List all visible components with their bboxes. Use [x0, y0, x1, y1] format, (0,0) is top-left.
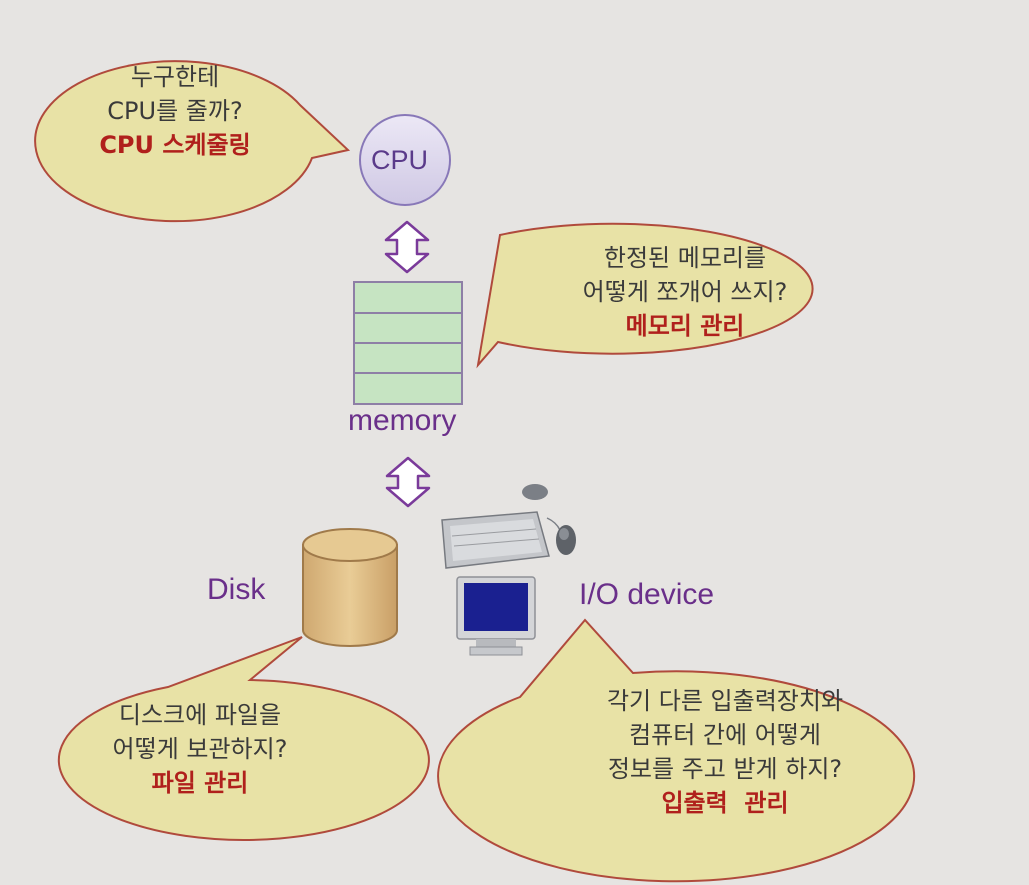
- io-bubble-line-2: 컴퓨터 간에 어떻게: [629, 721, 821, 749]
- memory-stack: [353, 281, 463, 405]
- cpu-bubble-line-1: 누구한테: [130, 63, 220, 91]
- cpu-bubble-line-2: CPU를 줄까?: [107, 97, 243, 125]
- disk-bubble-text: 디스크에 파일을 어떻게 보관하지? 파일 관리: [40, 698, 360, 800]
- memory-label: memory: [348, 404, 457, 437]
- memory-management-heading: 메모리 관리: [625, 312, 745, 340]
- cpu-speech-bubble: [34, 60, 351, 223]
- disk-label: Disk: [207, 573, 266, 606]
- disk-bubble-line-1: 디스크에 파일을: [118, 701, 282, 729]
- cpu-memory-arrow: [384, 220, 430, 274]
- file-management-heading: 파일 관리: [151, 769, 249, 797]
- keyboard-mouse-icon: [441, 484, 576, 569]
- memory-speech-bubble: [476, 222, 814, 369]
- memory-devices-arrow: [385, 456, 431, 508]
- memory-bubble-line-1: 한정된 메모리를: [603, 244, 767, 272]
- io-bubble-text: 각기 다른 입출력장치와 컴퓨터 간에 어떻게 정보를 주고 받게 하지? 입출…: [515, 684, 935, 820]
- io-bubble-line-3: 정보를 주고 받게 하지?: [607, 755, 843, 783]
- cpu-bubble-text: 누구한테 CPU를 줄까? CPU 스케줄링: [40, 60, 310, 162]
- cpu-scheduling-heading: CPU 스케줄링: [99, 131, 251, 159]
- memory-bubble-text: 한정된 메모리를 어떻게 쪼개어 쓰지? 메모리 관리: [500, 241, 870, 343]
- cpu-label: CPU: [371, 145, 429, 175]
- io-device-label: I/O device: [579, 578, 715, 611]
- disk-cylinder: [302, 528, 398, 647]
- disk-bubble-line-2: 어떻게 보관하지?: [112, 735, 288, 763]
- io-management-heading: 입출력 관리: [661, 789, 789, 817]
- memory-bubble-line-2: 어떻게 쪼개어 쓰지?: [582, 278, 788, 306]
- monitor-icon: [456, 576, 536, 656]
- cpu-circle: [359, 114, 451, 206]
- io-bubble-line-1: 각기 다른 입출력장치와: [606, 687, 844, 715]
- io-speech-bubble: [437, 618, 916, 883]
- disk-speech-bubble: [57, 636, 430, 841]
